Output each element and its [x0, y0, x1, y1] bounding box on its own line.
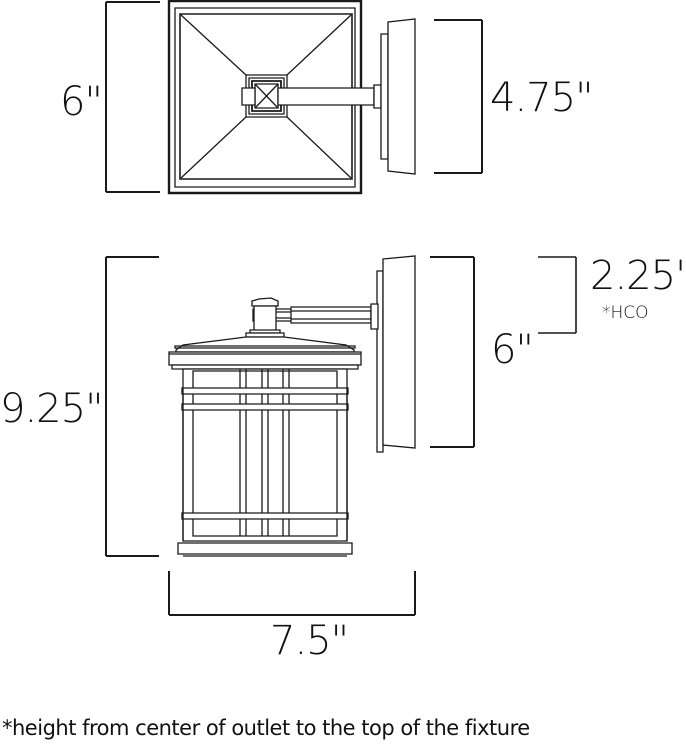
- side-view-overall-height-label: 9.25": [0, 386, 103, 432]
- side-view: [106, 256, 576, 615]
- side-view-roof: [169, 337, 361, 369]
- side-view-wallplate: [377, 256, 415, 452]
- side-view-width-label: 7.5": [270, 618, 349, 664]
- top-view-depth-bracket: [106, 2, 160, 192]
- side-view-backplate-height-label: 6": [491, 327, 534, 373]
- top-view-width-bracket: [434, 20, 482, 173]
- top-view-arm: [278, 85, 381, 108]
- side-view-hco-label: 2.25": [590, 253, 686, 299]
- top-view-wallplate: [381, 19, 415, 174]
- top-view-shade: [169, 1, 361, 193]
- hco-footnote: *height from center of outlet to the top…: [2, 716, 530, 740]
- top-view-backplate-width-label: 4.75": [490, 75, 593, 121]
- side-view-hco-caption: *HCO: [602, 303, 649, 323]
- top-view-depth-label: 6": [60, 79, 103, 125]
- side-view-height-bracket: [106, 257, 159, 556]
- side-view-backplate-bracket: [430, 257, 474, 447]
- side-view-width-bracket: [169, 571, 415, 615]
- side-view-hco-bracket: [538, 257, 576, 333]
- side-view-cage: [178, 369, 352, 556]
- top-view: [106, 1, 482, 193]
